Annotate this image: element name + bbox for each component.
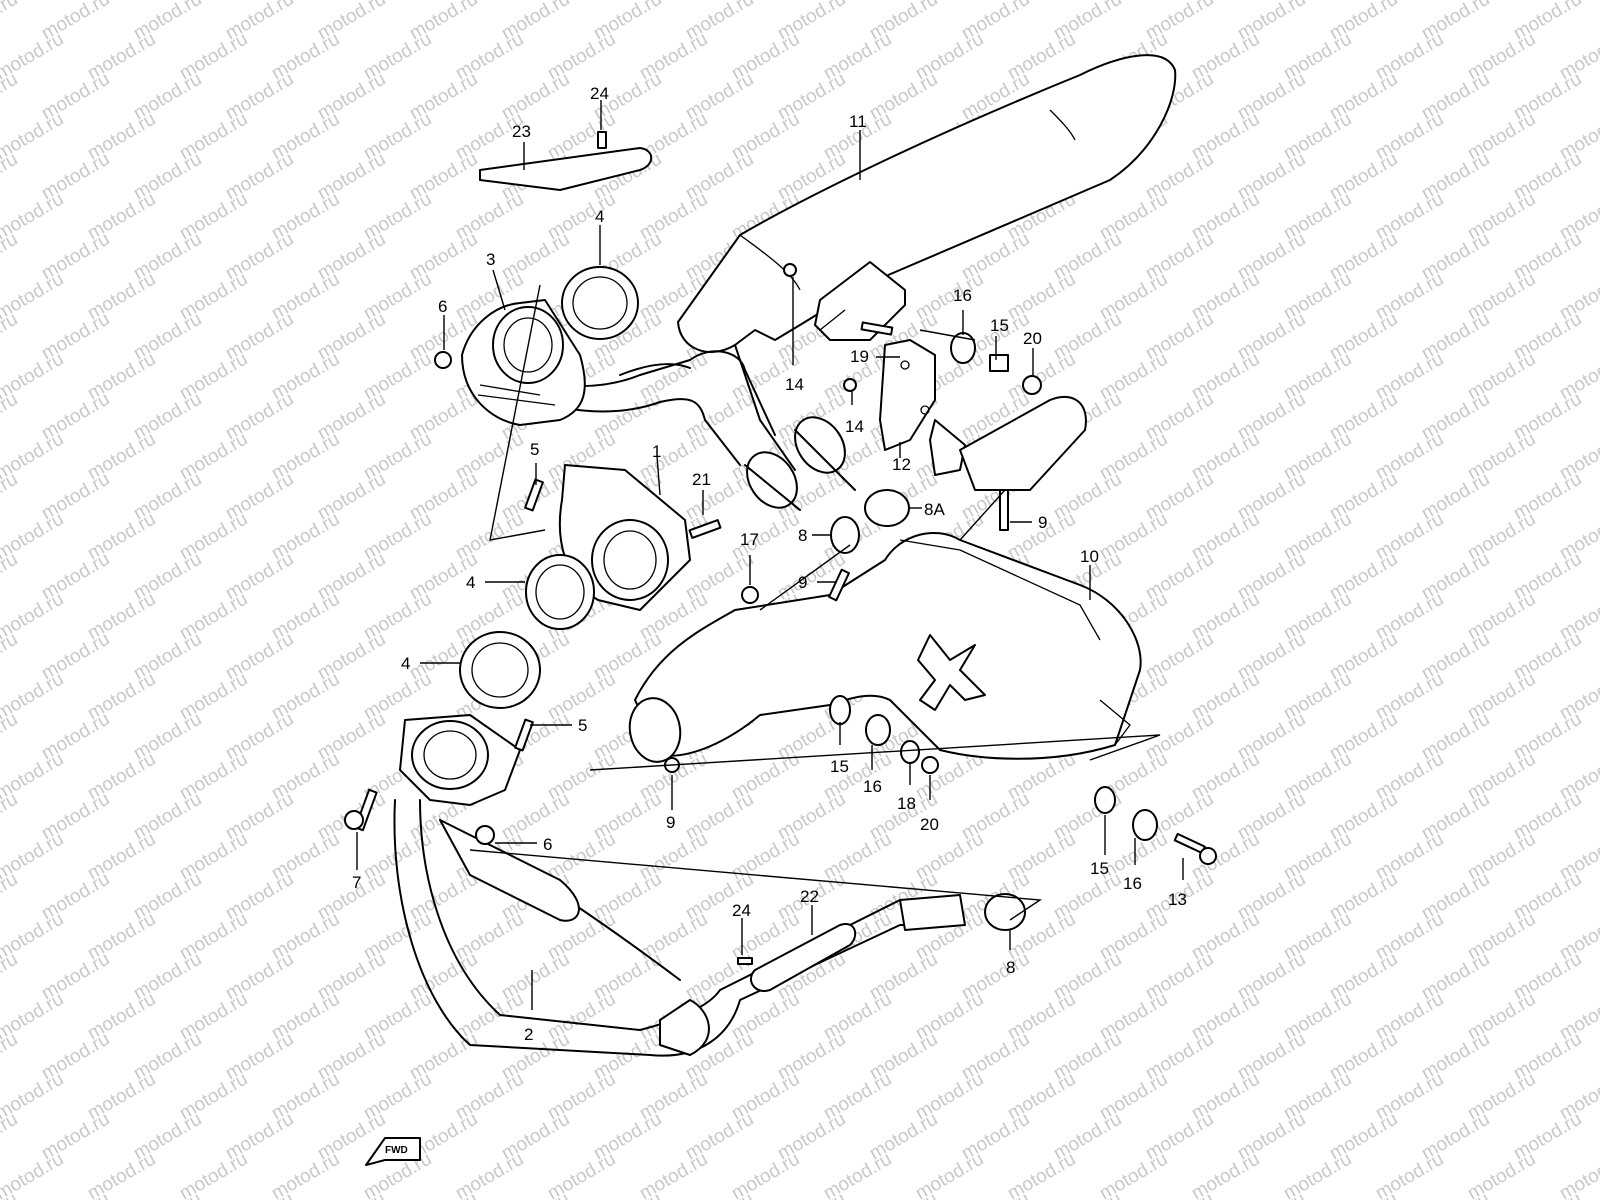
- callout-16-top: 16: [953, 286, 972, 305]
- watermark-text: motod.ru: [0, 789, 21, 845]
- callout-4-top: 4: [595, 207, 604, 226]
- watermark-text: motod.ru: [406, 1189, 481, 1200]
- callout-4-low: 4: [401, 654, 410, 673]
- callout-18: 18: [897, 794, 916, 813]
- callout-12: 12: [892, 455, 911, 474]
- callout-14-a: 14: [785, 375, 804, 394]
- watermark-text: motod.ru: [0, 389, 21, 445]
- watermark-text: motod.ru: [1050, 1189, 1125, 1200]
- watermark-text: motod.ru: [0, 0, 21, 44]
- watermark-text: motod.ru: [1234, 1189, 1309, 1200]
- callout-15-mid: 15: [830, 757, 849, 776]
- watermark-text: motod.ru: [0, 149, 21, 205]
- watermark-text: motod.ru: [0, 949, 21, 1005]
- watermark-text: motod.ru: [222, 1189, 297, 1200]
- callout-9-low: 9: [666, 813, 675, 832]
- sleeve-8: [830, 516, 860, 554]
- callout-9-mid: 9: [798, 573, 807, 592]
- callout-2: 2: [524, 1025, 533, 1044]
- bracket-12: [879, 339, 966, 476]
- hardware: [344, 131, 1217, 965]
- watermark-text: motod.ru: [0, 1189, 21, 1200]
- callout-6-top: 6: [438, 297, 447, 316]
- callout-22: 22: [800, 887, 819, 906]
- watermark-text: motod.ru: [0, 709, 21, 765]
- callout-21: 21: [692, 470, 711, 489]
- rear-muffler-lower-end: [959, 395, 1087, 491]
- callout-17: 17: [740, 530, 759, 549]
- callout-8-low: 8: [1006, 958, 1015, 977]
- callout-8-mid: 8: [798, 526, 807, 545]
- callout-8a: 8A: [924, 500, 945, 519]
- watermark-text: motod.ru: [1556, 1149, 1600, 1200]
- watermark-text: motod.ru: [866, 1189, 941, 1200]
- callout-19: 19: [850, 347, 869, 366]
- bracket-22: [750, 923, 857, 992]
- callout-16-mid: 16: [863, 777, 882, 796]
- callout-3: 3: [486, 250, 495, 269]
- middle-flange: [558, 464, 691, 611]
- lower-header-pipe: [393, 714, 966, 1057]
- watermark-text: motod.ru: [774, 1189, 849, 1200]
- watermark-text: motod.ru: [1510, 1189, 1585, 1200]
- callouts: 1 2 3 4 4 4 4 5 5 6 6 7 8 8 8A 9 9: [352, 84, 1187, 1044]
- watermark-text: motod.ru: [682, 1189, 757, 1200]
- fwd-badge-text: FWD: [385, 1145, 408, 1156]
- callout-4-mid: 4: [466, 573, 475, 592]
- watermark-text: motod.ru: [1142, 1189, 1217, 1200]
- watermark-text: motod.ru: [0, 469, 21, 525]
- watermark-text: motod.ru: [498, 1189, 573, 1200]
- watermark-text: motod.ru: [0, 229, 21, 285]
- callout-16-low: 16: [1123, 874, 1142, 893]
- watermark-text: motod.ru: [314, 1189, 389, 1200]
- watermark-text: motod.ru: [0, 309, 21, 365]
- sleeve-8a: [864, 489, 910, 527]
- callout-20-top: 20: [1023, 329, 1042, 348]
- watermark-text: motod.ru: [0, 549, 21, 605]
- collector-body: [628, 531, 1142, 763]
- callout-10: 10: [1080, 547, 1099, 566]
- sleeve-8-lower: [984, 893, 1026, 931]
- callout-15-low: 15: [1090, 859, 1109, 878]
- callout-5-low: 5: [578, 716, 587, 735]
- callout-14-b: 14: [845, 417, 864, 436]
- callout-20-low: 20: [920, 815, 939, 834]
- fwd-arrow-icon: FWD: [365, 1137, 421, 1166]
- watermark-text: motod.ru: [0, 1109, 21, 1165]
- callout-5-top: 5: [530, 440, 539, 459]
- watermark-text: motod.ru: [958, 1189, 1033, 1200]
- watermark-text: motod.ru: [38, 1189, 113, 1200]
- callout-11: 11: [849, 112, 867, 131]
- callout-13: 13: [1168, 890, 1187, 909]
- callout-6-low: 6: [543, 835, 552, 854]
- callout-7: 7: [352, 873, 361, 892]
- callout-1: 1: [652, 442, 661, 461]
- callout-9-right: 9: [1038, 513, 1047, 532]
- watermark-text: motod.ru: [1418, 1189, 1493, 1200]
- watermark-text: motod.ru: [1326, 1189, 1401, 1200]
- bracket-23: [479, 147, 653, 191]
- watermark-text: motod.ru: [590, 1189, 665, 1200]
- watermark-text: motod.ru: [0, 69, 21, 125]
- watermark-text: motod.ru: [0, 629, 21, 685]
- callout-15-top: 15: [990, 316, 1009, 335]
- callout-24-low: 24: [732, 901, 751, 920]
- callout-24-top: 24: [590, 84, 609, 103]
- watermark-text: motod.ru: [0, 1029, 21, 1085]
- callout-23: 23: [512, 122, 531, 141]
- exhaust-drawing: FWD: [344, 54, 1217, 1166]
- watermark-text: motod.ru: [0, 869, 21, 925]
- watermark-text: motod.ru: [130, 1189, 205, 1200]
